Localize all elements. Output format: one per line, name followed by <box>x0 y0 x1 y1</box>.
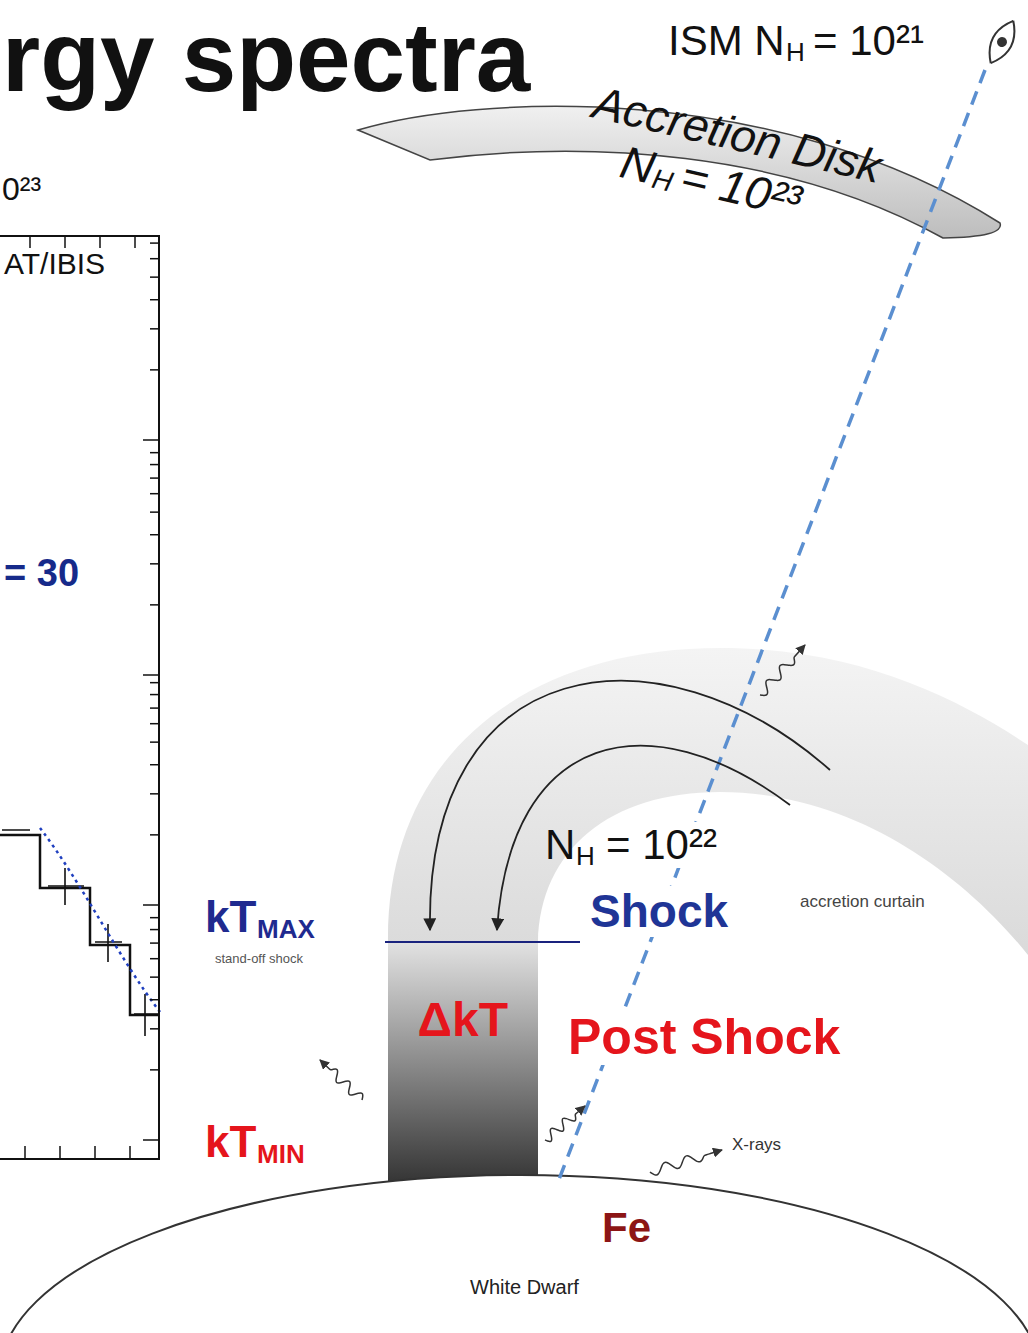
axis-tick <box>150 834 158 836</box>
subscript: H <box>576 842 595 871</box>
error-bars <box>2 830 158 1036</box>
axis-tick <box>150 999 158 1001</box>
axis-tick <box>150 258 158 260</box>
ism-column-density: ISM N <box>668 18 785 64</box>
axis-tick <box>150 917 158 919</box>
xray-label: X-rays <box>732 1136 781 1155</box>
axis-tick <box>143 674 158 676</box>
axis-tick <box>150 942 158 944</box>
white-dwarf: White Dwarf <box>0 1170 1028 1333</box>
model-curve <box>40 828 160 1012</box>
xray-photon <box>320 1060 363 1100</box>
axis-tick <box>150 707 158 709</box>
axis-tick <box>143 439 158 441</box>
white-dwarf-shape <box>0 1170 1028 1333</box>
axis-tick <box>150 369 158 371</box>
axis-tick <box>150 464 158 466</box>
axis-tick <box>150 604 158 606</box>
post-shock-label: Post Shock <box>565 1010 843 1065</box>
line-of-sight <box>558 70 985 1182</box>
white-dwarf-label: White Dwarf <box>470 1276 579 1298</box>
axis-tick <box>150 741 158 743</box>
curtain-column-density: N <box>545 822 575 868</box>
axis-tick <box>150 958 158 960</box>
axis-tick <box>150 793 158 795</box>
axis-tick <box>150 764 158 766</box>
axis-tick <box>29 237 31 248</box>
xray-photon <box>650 1150 722 1175</box>
instrument-label: AT/IBIS <box>4 247 105 280</box>
accretion-curtain <box>388 648 1028 955</box>
slide-title: rgy spectra <box>2 4 530 112</box>
axis-tick <box>24 1146 26 1158</box>
axis-tick <box>150 694 158 696</box>
axis-tick <box>150 1028 158 1030</box>
axis-tick <box>134 237 136 248</box>
axis-tick <box>94 1146 96 1158</box>
column-density-value: = 10²¹ <box>813 18 924 64</box>
partial-value: 0²³ <box>2 172 41 207</box>
axis-tick <box>150 723 158 725</box>
axis-tick <box>150 563 158 565</box>
iron-label: Fe <box>602 1205 651 1251</box>
xray-photon <box>760 645 805 695</box>
post-shock-column: ΔkT <box>388 942 538 1192</box>
axis-tick <box>150 976 158 978</box>
observer-eye <box>982 16 1022 68</box>
axis-tick <box>150 328 158 330</box>
white-dwarf-surface <box>0 1175 1028 1333</box>
spectrum-plot-frame: AT/IBIS = 30 <box>0 235 160 1160</box>
axis-tick <box>150 1069 158 1071</box>
axis-tick <box>150 534 158 536</box>
curtain-label: accretion curtain <box>800 893 925 912</box>
axis-tick <box>64 237 66 248</box>
axis-tick <box>150 242 158 244</box>
axis-tick <box>150 929 158 931</box>
shock-label: Shock <box>587 886 731 937</box>
axis-tick <box>150 477 158 479</box>
axis-tick <box>150 299 158 301</box>
axis-tick <box>150 452 158 454</box>
accretion-disk: Accretion DiskNH= 10²³ <box>355 95 1005 245</box>
axis-tick <box>143 904 158 906</box>
subscript: H <box>786 38 805 67</box>
max-temperature: kT <box>205 893 256 941</box>
shock-line <box>385 941 580 943</box>
shock-caption: stand-off shock <box>215 952 303 966</box>
subscript: MAX <box>257 915 315 944</box>
subscript: MIN <box>257 1140 305 1169</box>
axis-tick <box>150 276 158 278</box>
column-density-value: = 10²² <box>603 822 720 868</box>
min-temperature: kT <box>205 1118 256 1166</box>
axis-tick <box>150 682 158 684</box>
axis-tick <box>129 1146 131 1158</box>
axis-ticks <box>25 237 158 1158</box>
xray-photon <box>545 1106 585 1141</box>
parameter-value: = 30 <box>4 553 79 595</box>
temperature-gradient: ΔkT <box>418 994 509 1047</box>
spectrum-histogram <box>0 835 160 1015</box>
axis-tick <box>143 1139 158 1141</box>
axis-tick <box>99 237 101 248</box>
axis-tick <box>150 493 158 495</box>
axis-tick <box>59 1146 61 1158</box>
axis-tick <box>150 511 158 513</box>
